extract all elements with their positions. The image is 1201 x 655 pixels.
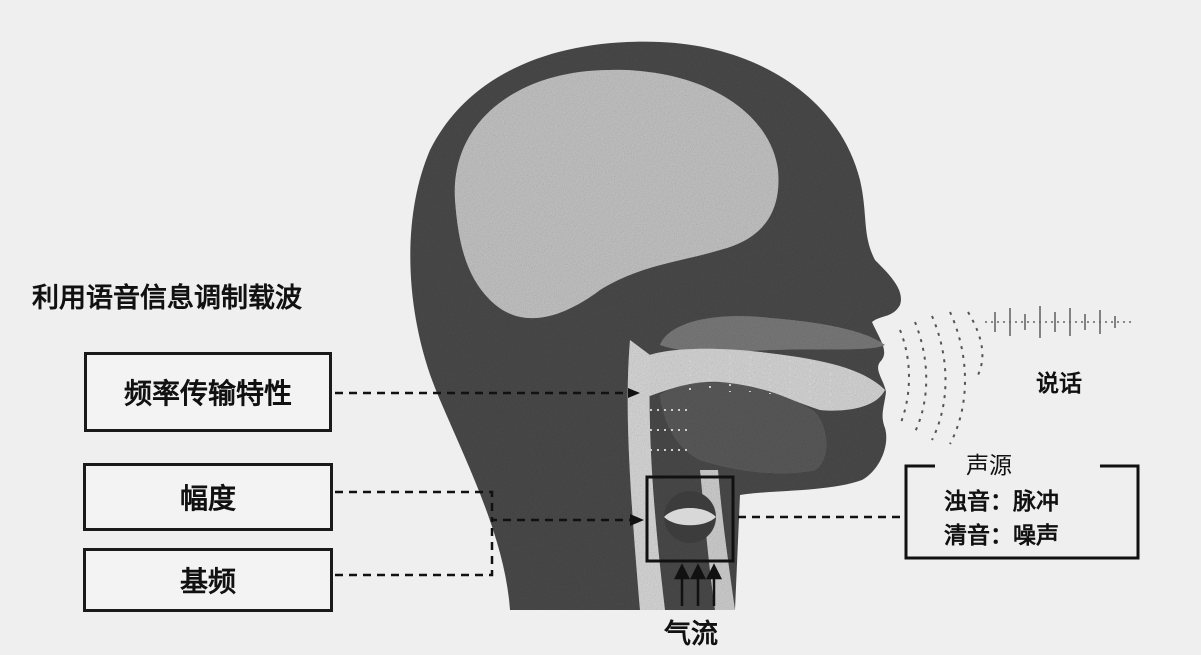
larynx-box (645, 475, 735, 563)
oral-cavity (640, 348, 885, 411)
connector-f0 (335, 520, 494, 577)
brain (454, 69, 779, 319)
fundamental-frequency-box: 基频 (83, 548, 333, 612)
speech-wave-marks (985, 306, 1135, 338)
speech-label: 说话 (1036, 371, 1082, 397)
unvoiced-sound-label: 清音：噪声 (944, 523, 1059, 549)
sound-source-panel: 声源 浊音：脉冲 清音：噪声 (906, 446, 1138, 558)
vocal-tract-dots (650, 356, 851, 451)
nasal-cavity (660, 316, 885, 353)
connector-amplitude (335, 490, 640, 522)
sound-source-title: 声源 (960, 446, 1018, 480)
airflow-arrows (673, 563, 723, 606)
pharynx (627, 340, 665, 610)
diagram-title: 利用语音信息调制载波 (32, 283, 302, 314)
source-bracket (904, 464, 1140, 560)
tongue (660, 382, 827, 474)
airflow-label: 气流 (664, 619, 718, 650)
sound-waves (899, 311, 984, 445)
amplitude-box: 幅度 (83, 463, 333, 531)
frequency-transfer-box: 频率传输特性 (84, 352, 332, 432)
voiced-sound-label: 浊音：脉冲 (944, 489, 1059, 515)
connector-lines (335, 391, 906, 577)
